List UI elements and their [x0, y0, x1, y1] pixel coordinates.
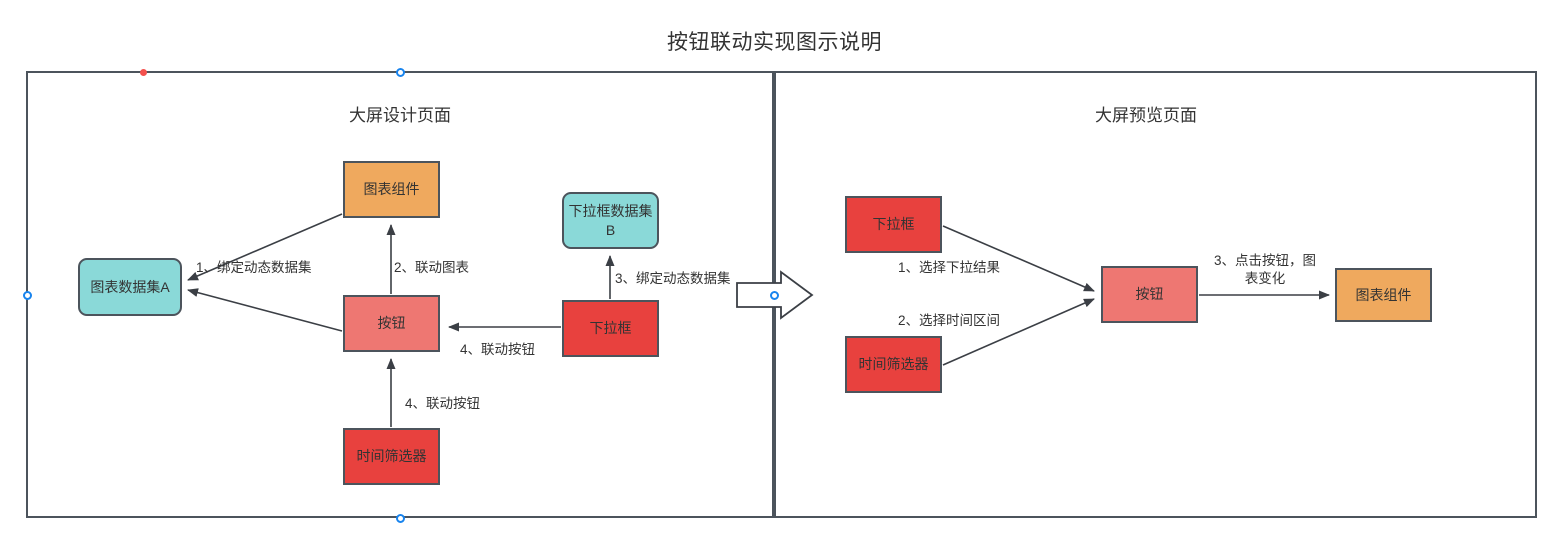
node-label: 按钮	[377, 315, 406, 332]
selection-handle-right[interactable]	[770, 291, 779, 300]
diagram-title: 按钮联动实现图示说明	[667, 31, 882, 54]
node-chart-widget-design[interactable]: 图表组件	[343, 161, 440, 218]
edge-label-link-button-timefilter: 4、联动按钮	[405, 396, 481, 411]
node-label: 时间筛选器	[356, 448, 427, 465]
node-button-preview[interactable]: 按钮	[1101, 266, 1198, 323]
node-label: 下拉框	[589, 320, 632, 337]
edge-label-select-dropdown-result: 1、选择下拉结果	[898, 260, 1001, 275]
node-chart-widget-preview[interactable]: 图表组件	[1335, 268, 1432, 322]
node-chart-dataset-a[interactable]: 图表数据集A	[78, 258, 182, 316]
selection-anchor-dot[interactable]	[140, 69, 147, 76]
node-label: 图表组件	[363, 181, 420, 198]
edge-label-link-button-dropdown: 4、联动按钮	[460, 342, 536, 357]
edge-label-bind-dataset-a: 1、绑定动态数据集	[196, 260, 312, 275]
node-time-filter-preview[interactable]: 时间筛选器	[845, 336, 942, 393]
node-label: 下拉框	[872, 216, 915, 233]
node-label: 图表数据集A	[90, 278, 170, 295]
node-dropdown-design[interactable]: 下拉框	[562, 300, 659, 357]
node-label: 按钮	[1135, 286, 1164, 303]
selection-handle-left[interactable]	[23, 291, 32, 300]
node-label: 下拉框数据集B	[568, 202, 653, 238]
node-label: 时间筛选器	[858, 356, 929, 373]
node-dropdown-dataset-b[interactable]: 下拉框数据集B	[562, 192, 659, 249]
edge-label-bind-dataset-b: 3、绑定动态数据集	[615, 271, 731, 286]
node-dropdown-preview[interactable]: 下拉框	[845, 196, 942, 253]
selection-handle-bottom[interactable]	[396, 514, 405, 523]
node-button-design[interactable]: 按钮	[343, 295, 440, 352]
panel-title-design: 大屏设计页面	[349, 106, 451, 125]
edge-label-click-button-chart-change: 3、点击按钮，图表变化	[1213, 253, 1316, 286]
edge-label-select-time-range: 2、选择时间区间	[898, 313, 1001, 328]
selection-handle-top[interactable]	[396, 68, 405, 77]
node-label: 图表组件	[1355, 286, 1412, 303]
node-time-filter-design[interactable]: 时间筛选器	[343, 428, 440, 485]
panel-title-preview: 大屏预览页面	[1095, 106, 1197, 125]
edge-label-link-chart: 2、联动图表	[394, 260, 470, 275]
